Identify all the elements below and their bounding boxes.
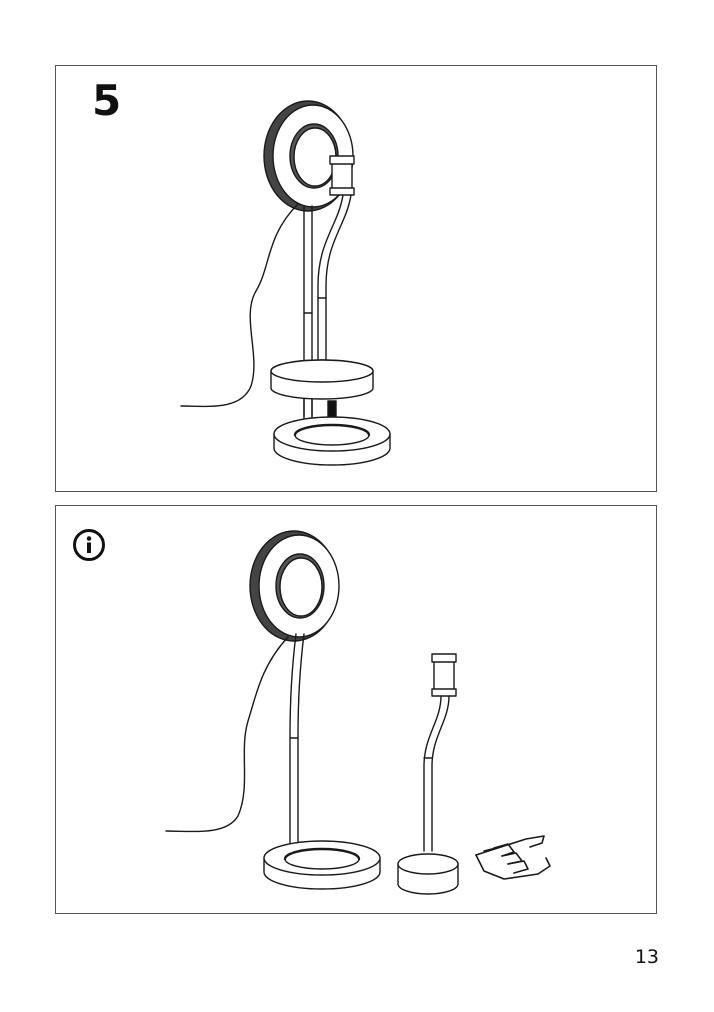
step-5-panel: 5 bbox=[55, 65, 657, 492]
phone-holder bbox=[433, 658, 455, 694]
page-number: 13 bbox=[634, 946, 659, 968]
info-panel bbox=[55, 505, 657, 914]
ring-light-assembly-illustration bbox=[180, 100, 391, 466]
phone-holder bbox=[331, 159, 353, 193]
pointing-hand-icon bbox=[475, 835, 551, 880]
info-icon bbox=[73, 529, 105, 561]
ring-light-separated-illustration bbox=[165, 530, 551, 895]
step-number: 5 bbox=[92, 76, 122, 125]
